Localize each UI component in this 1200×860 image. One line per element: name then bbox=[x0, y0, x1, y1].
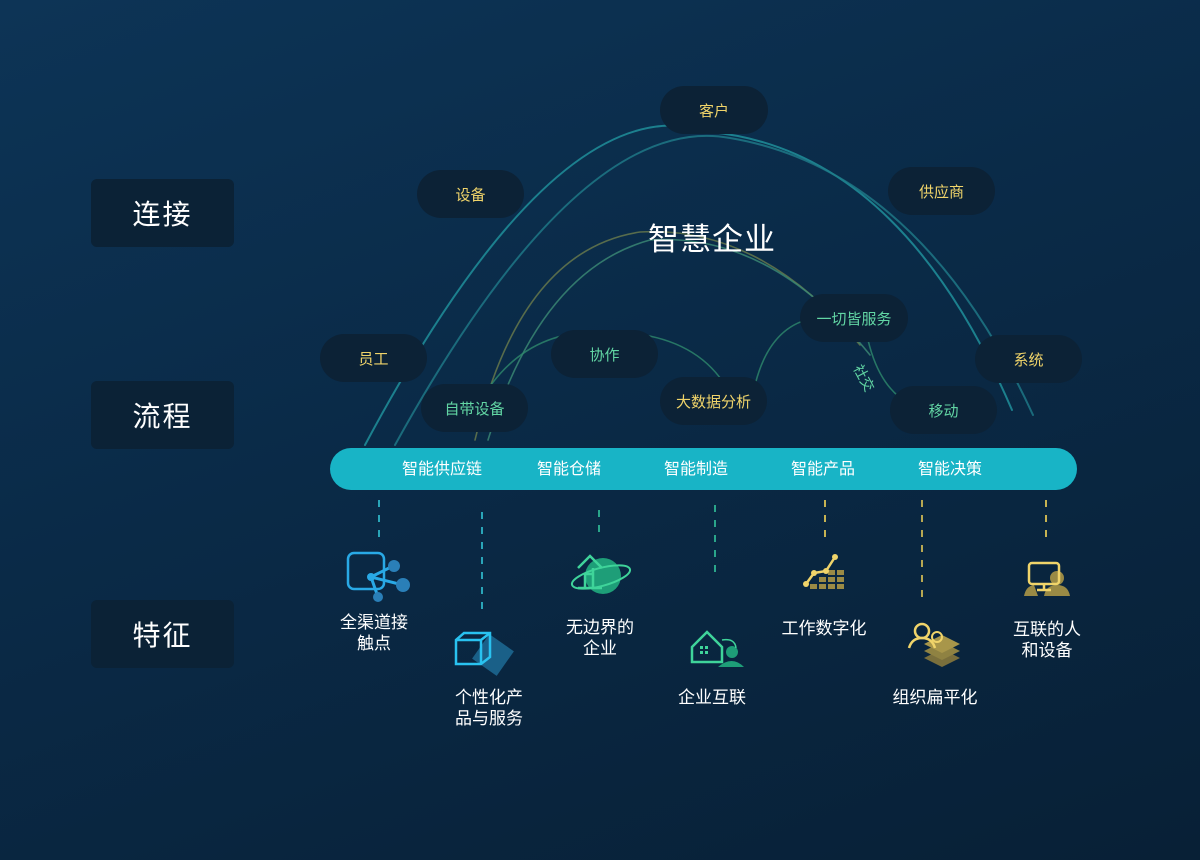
section-feature: 特征 bbox=[91, 600, 234, 668]
digital-chart-icon bbox=[803, 554, 844, 589]
feature-flat-organization: 组织扁平化 bbox=[870, 688, 1000, 709]
node-supplier: 供应商 bbox=[888, 167, 995, 215]
feature-label: 互联的人 和设备 bbox=[1013, 620, 1081, 661]
feature-label: 个性化产 品与服务 bbox=[455, 688, 523, 729]
bar-item-manufacturing: 智能制造 bbox=[663, 459, 728, 478]
feature-connected-people-devices: 互联的人 和设备 bbox=[982, 620, 1112, 662]
feature-label: 全渠道接 触点 bbox=[340, 613, 408, 654]
node-customer: 客户 bbox=[660, 86, 768, 134]
people-layers-icon bbox=[907, 622, 960, 667]
node-system: 系统 bbox=[975, 335, 1082, 383]
feature-label: 无边界的 企业 bbox=[566, 618, 634, 659]
node-big-data: 大数据分析 bbox=[660, 377, 767, 425]
feature-boundaryless: 无边界的 企业 bbox=[535, 618, 665, 660]
node-mobile: 移动 bbox=[890, 386, 997, 434]
smart-bar bbox=[330, 448, 1077, 490]
feature-label: 工作数字化 bbox=[781, 619, 867, 639]
section-connect: 连接 bbox=[91, 179, 234, 247]
person-monitor-icon bbox=[1024, 561, 1070, 596]
feature-personalized: 个性化产 品与服务 bbox=[424, 688, 554, 730]
node-collaboration: 协作 bbox=[551, 330, 658, 378]
node-employee: 员工 bbox=[320, 334, 427, 382]
bar-item-decision: 智能决策 bbox=[917, 459, 982, 478]
touchpoint-icon bbox=[346, 551, 410, 602]
planet-enterprise-icon bbox=[570, 554, 632, 594]
cube-icon bbox=[454, 631, 514, 676]
connected-house-icon bbox=[690, 630, 744, 667]
feature-label: 企业互联 bbox=[678, 688, 746, 708]
bar-item-product: 智能产品 bbox=[790, 459, 855, 478]
bar-item-supply-chain: 智能供应链 bbox=[401, 459, 482, 478]
node-device: 设备 bbox=[417, 170, 524, 218]
feature-connected-enterprise: 企业互联 bbox=[647, 688, 777, 709]
feature-digital-work: 工作数字化 bbox=[759, 619, 889, 640]
feature-label: 组织扁平化 bbox=[892, 688, 978, 708]
center-title: 智慧企业 bbox=[648, 222, 776, 258]
feature-touchpoint: 全渠道接 触点 bbox=[309, 613, 439, 655]
node-byod: 自带设备 bbox=[421, 384, 528, 432]
section-process: 流程 bbox=[91, 381, 234, 449]
bar-item-warehousing: 智能仓储 bbox=[536, 459, 601, 478]
node-all-services: 一切皆服务 bbox=[800, 294, 908, 342]
